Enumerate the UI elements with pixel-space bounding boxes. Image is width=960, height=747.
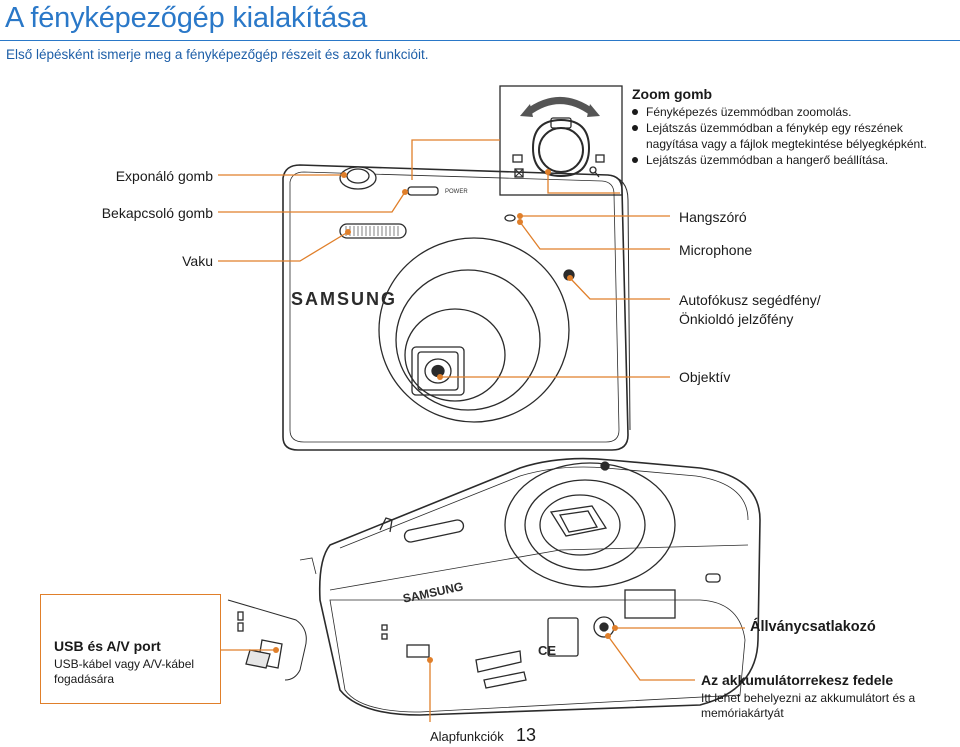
label-tripod: Állványcsatlakozó <box>750 619 876 635</box>
label-battery-text: Itt lehet behelyezni az akkumulátort és … <box>701 691 915 721</box>
footer-section: Alapfunkciók <box>430 729 504 744</box>
label-usb-title: USB és A/V port <box>54 638 161 654</box>
label-usb-text: USB-kábel vagy A/V-kábel fogadására <box>54 657 214 687</box>
label-lens: Objektív <box>679 369 730 385</box>
svg-text:CE: CE <box>538 643 556 658</box>
camera-brand-bottom: SAMSUNG <box>402 579 465 605</box>
page-number: 13 <box>516 725 536 746</box>
label-shutter: Exponáló gomb <box>116 168 213 184</box>
label-microphone: Microphone <box>679 242 752 258</box>
label-battery-title: Az akkumulátorrekesz fedele <box>701 672 893 688</box>
zoom-bullets: Fényképezés üzemmódban zoomolás. Lejátsz… <box>632 104 927 168</box>
label-zoom-title: Zoom gomb <box>632 86 712 102</box>
label-af-line2: Önkioldó jelzőfény <box>679 311 793 327</box>
label-power: Bekapcsoló gomb <box>102 205 213 221</box>
camera-brand-top: SAMSUNG <box>291 289 397 309</box>
label-af-line1: Autofókusz segédfény/ <box>679 292 821 308</box>
zoom-bullet: Fényképezés üzemmódban zoomolás. <box>632 104 927 120</box>
label-flash: Vaku <box>182 253 213 269</box>
svg-text:POWER: POWER <box>445 189 468 195</box>
zoom-bullet: Lejátszás üzemmódban a fénykép egy részé… <box>632 120 927 152</box>
zoom-bullet: Lejátszás üzemmódban a hangerő beállítás… <box>632 152 927 168</box>
label-speaker: Hangszóró <box>679 209 747 225</box>
